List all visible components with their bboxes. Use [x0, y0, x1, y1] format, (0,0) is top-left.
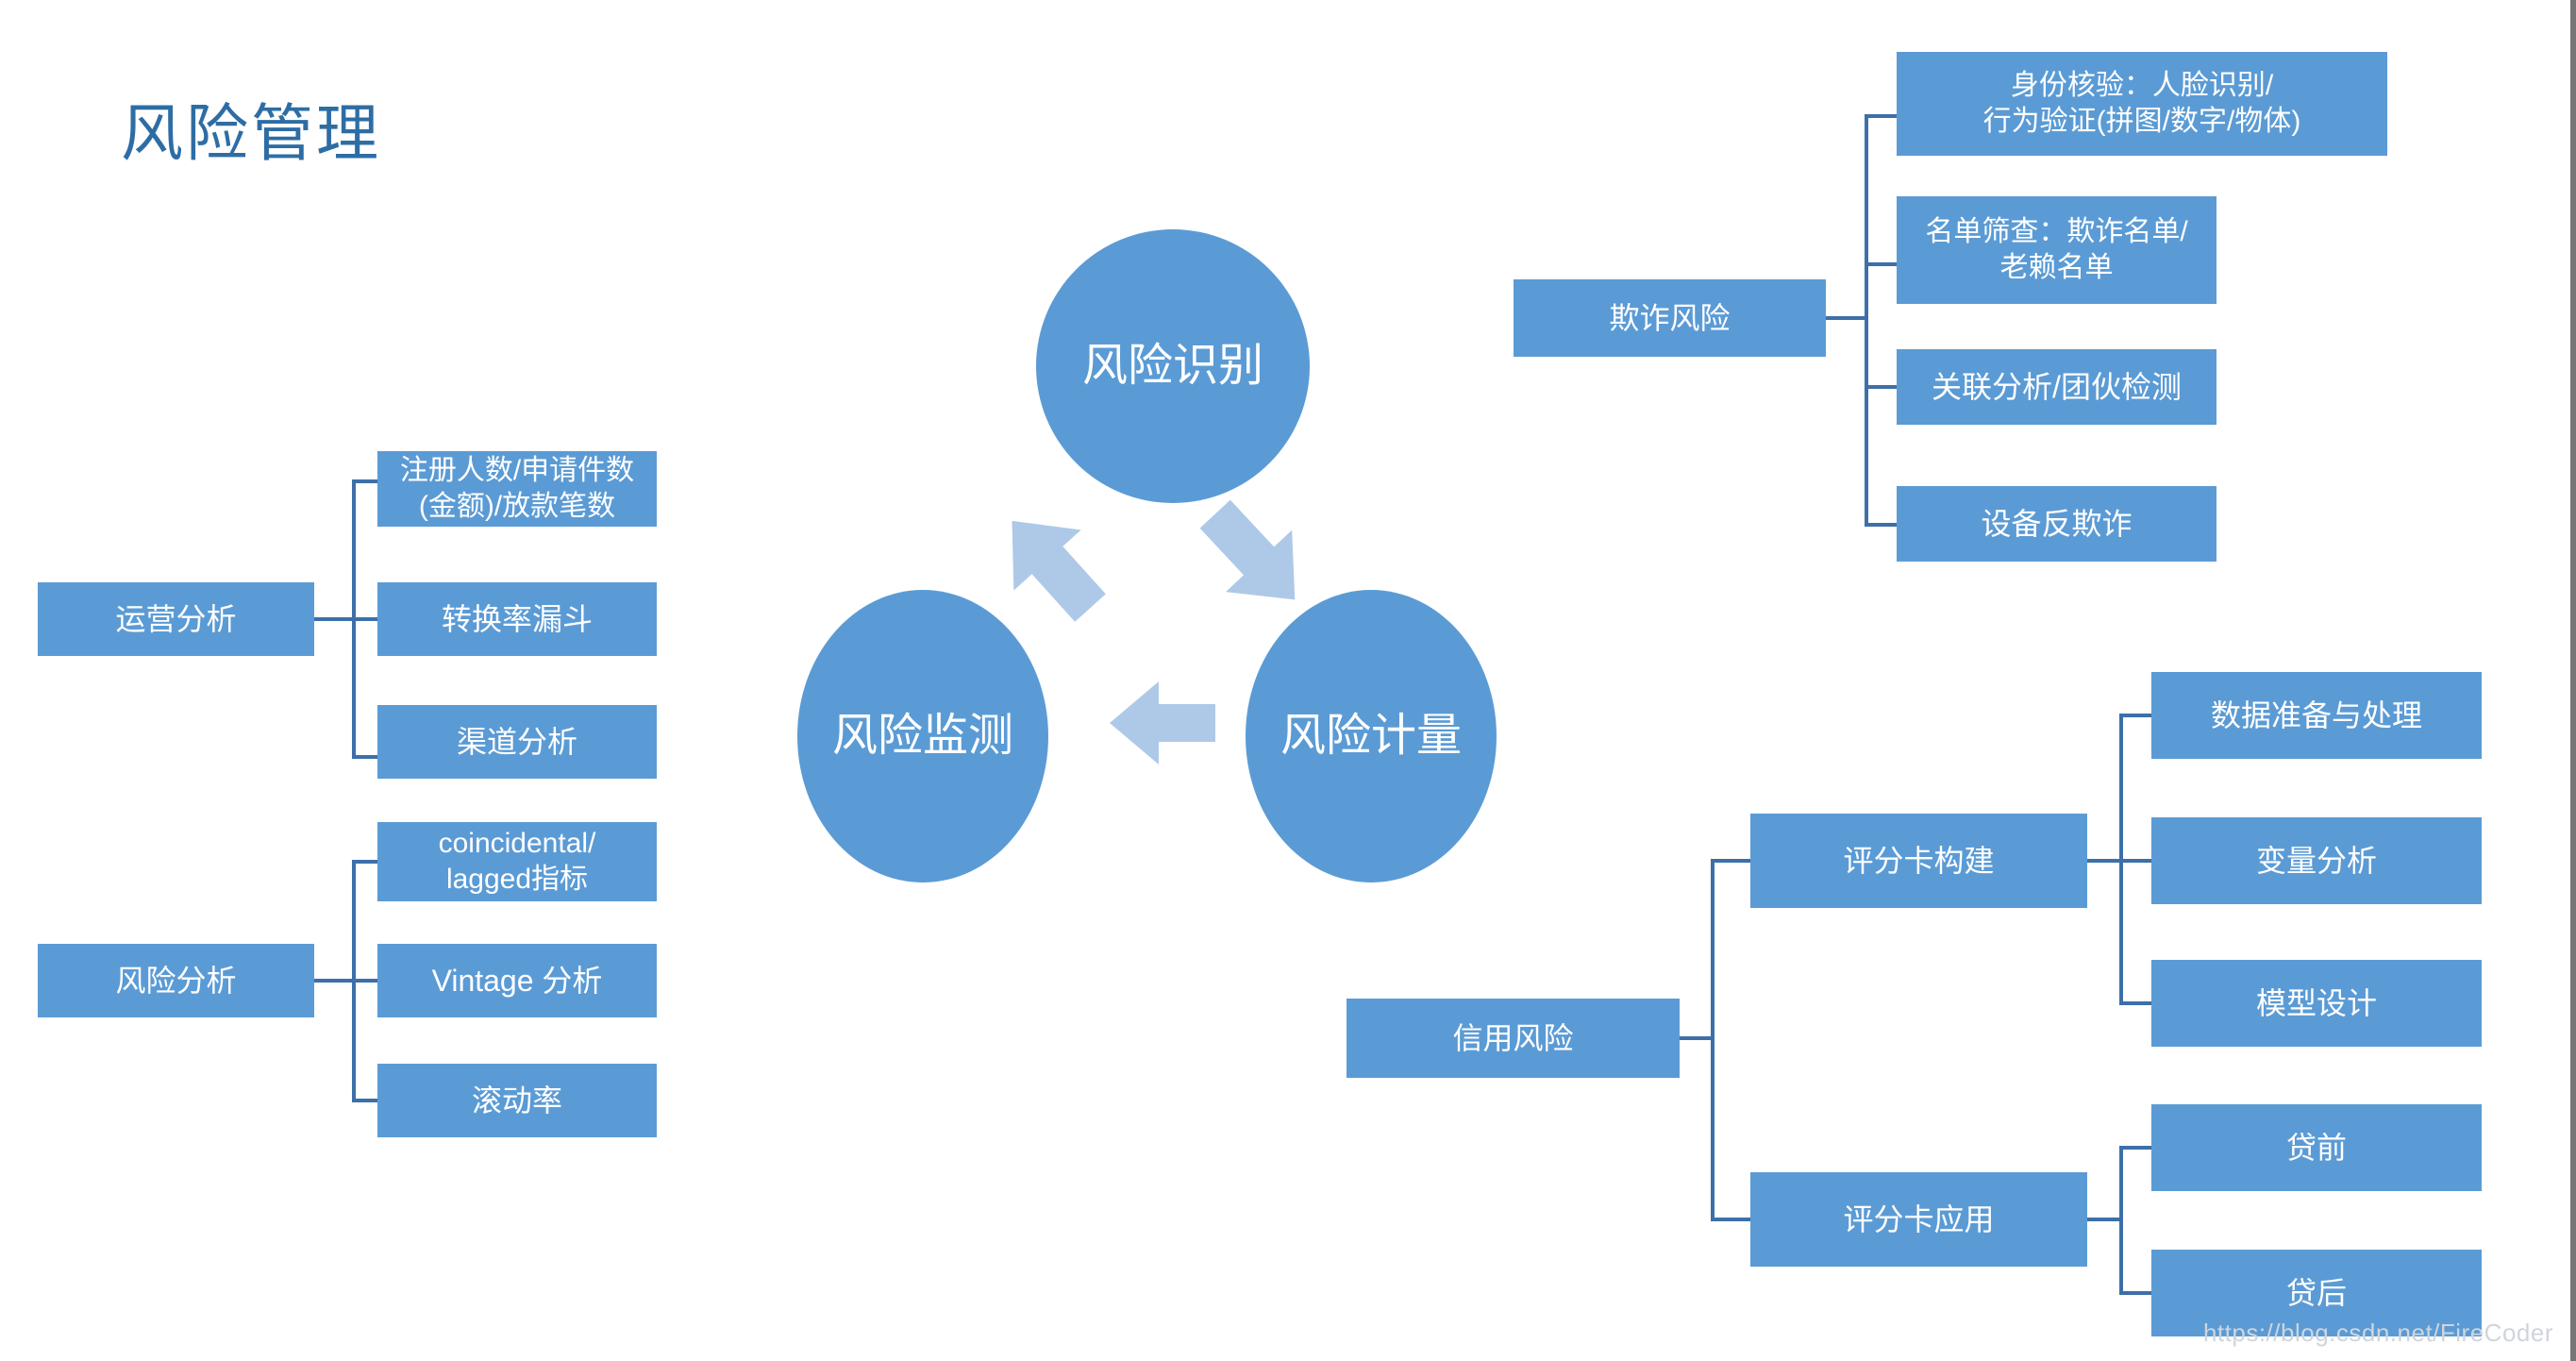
branch-child-scorecard-apply[interactable]: 评分卡应用 — [1750, 1172, 2087, 1267]
branch-child-fr-child-4[interactable]: 设备反欺诈 — [1897, 486, 2216, 562]
branch-child-sa-child-2[interactable]: 贷后 — [2151, 1250, 2482, 1336]
cycle-node-risk-identification[interactable]: 风险识别 — [1036, 229, 1310, 503]
arrow-identification-to-measurement — [1199, 499, 1296, 600]
branch-node-operations-analysis[interactable]: 运营分析 — [38, 582, 314, 656]
branch-child-ra-child-2[interactable]: Vintage 分析 — [377, 944, 657, 1017]
arrow-measurement-to-monitoring — [1110, 681, 1215, 765]
page-title: 风险管理 — [121, 98, 381, 168]
branch-child-fr-child-2[interactable]: 名单筛查：欺诈名单/ 老赖名单 — [1897, 196, 2216, 304]
branch-child-scorecard-build[interactable]: 评分卡构建 — [1750, 814, 2087, 908]
branch-child-sb-child-2[interactable]: 变量分析 — [2151, 817, 2482, 904]
branch-child-sb-child-3[interactable]: 模型设计 — [2151, 960, 2482, 1047]
branch-child-fr-child-1[interactable]: 身份核验：人脸识别/ 行为验证(拼图/数字/物体) — [1897, 52, 2387, 156]
watermark: https://blog.csdn.net/FireCoder — [2202, 1319, 2553, 1347]
branch-child-op-child-3[interactable]: 渠道分析 — [377, 705, 657, 779]
branch-node-credit-risk[interactable]: 信用风险 — [1347, 999, 1680, 1078]
cycle-node-risk-monitoring[interactable]: 风险监测 — [797, 590, 1048, 882]
branch-node-risk-analysis[interactable]: 风险分析 — [38, 944, 314, 1017]
branch-child-sb-child-1[interactable]: 数据准备与处理 — [2151, 672, 2482, 759]
branch-child-op-child-1[interactable]: 注册人数/申请件数 (金额)/放款笔数 — [377, 451, 657, 527]
branch-child-ra-child-1[interactable]: coincidental/ lagged指标 — [377, 822, 657, 901]
arrow-monitoring-to-identification — [1012, 520, 1106, 622]
branch-child-op-child-2[interactable]: 转换率漏斗 — [377, 582, 657, 656]
branch-node-fraud-risk[interactable]: 欺诈风险 — [1514, 279, 1826, 357]
branch-child-sa-child-1[interactable]: 贷前 — [2151, 1104, 2482, 1191]
branch-child-ra-child-3[interactable]: 滚动率 — [377, 1064, 657, 1137]
branch-child-fr-child-3[interactable]: 关联分析/团伙检测 — [1897, 349, 2216, 425]
cycle-node-risk-measurement[interactable]: 风险计量 — [1246, 590, 1497, 882]
